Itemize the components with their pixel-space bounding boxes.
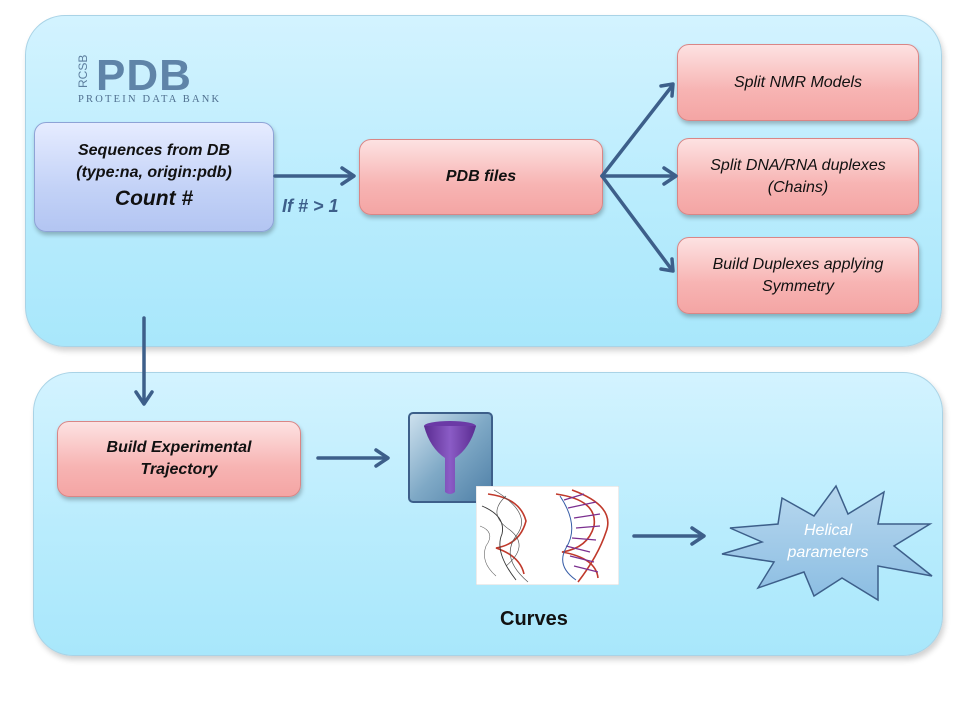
trajectory-line1: Build Experimental bbox=[106, 439, 252, 457]
helical-parameters-label: Helical parameters bbox=[758, 520, 898, 565]
split-duplex-line1: Split DNA/RNA duplexes bbox=[710, 156, 886, 174]
logo-subtitle: PROTEIN DATA BANK bbox=[78, 94, 221, 105]
funnel-icon bbox=[408, 412, 493, 503]
trajectory-node: Build Experimental Trajectory bbox=[57, 421, 301, 497]
helical-line2: parameters bbox=[787, 544, 869, 562]
split-nmr-label: Split NMR Models bbox=[733, 73, 863, 91]
helical-line1: Helical bbox=[803, 522, 852, 539]
logo-prefix: RCSB bbox=[76, 55, 90, 88]
sequences-line1: Sequences from DB bbox=[77, 142, 231, 160]
trajectory-line2: Trajectory bbox=[140, 461, 218, 478]
build-duplex-line1: Build Duplexes applying bbox=[712, 255, 884, 273]
rcsb-pdb-logo: RCSB PDB PROTEIN DATA BANK bbox=[76, 52, 221, 105]
build-duplex-node: Build Duplexes applying Symmetry bbox=[677, 237, 919, 314]
curves-caption: Curves bbox=[500, 608, 568, 630]
sequences-node: Sequences from DB (type:na, origin:pdb) … bbox=[34, 122, 274, 232]
helical-parameters-burst bbox=[721, 484, 933, 602]
split-duplex-line2: (Chains) bbox=[767, 178, 829, 196]
split-nmr-node: Split NMR Models bbox=[677, 44, 919, 121]
dna-helix-image bbox=[476, 486, 619, 585]
logo-main: PDB bbox=[96, 52, 192, 100]
pdb-files-label: PDB files bbox=[445, 168, 517, 186]
split-duplex-node: Split DNA/RNA duplexes (Chains) bbox=[677, 138, 919, 215]
pdb-files-node: PDB files bbox=[359, 139, 603, 215]
condition-label: If # > 1 bbox=[282, 196, 339, 216]
sequences-line2: (type:na, origin:pdb) bbox=[76, 163, 232, 181]
build-duplex-line2: Symmetry bbox=[762, 277, 834, 295]
sequences-count: Count # bbox=[114, 187, 194, 211]
